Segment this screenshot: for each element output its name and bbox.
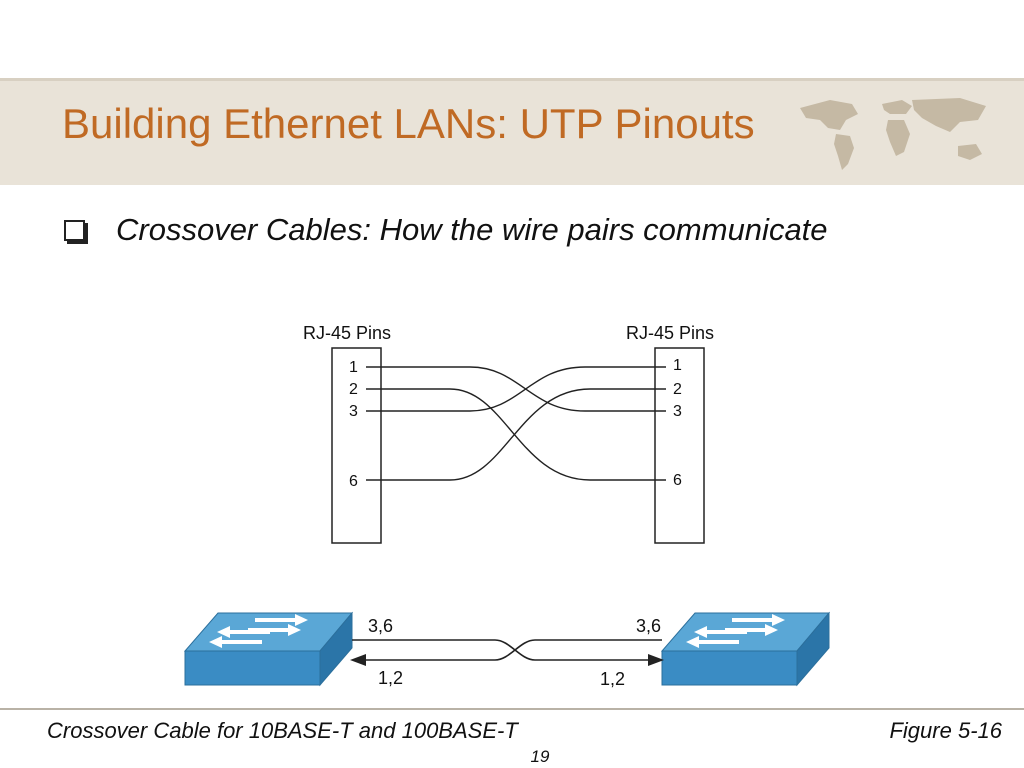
page-number: 19	[530, 747, 550, 766]
left-arrowhead	[350, 654, 366, 666]
switch-icon	[183, 611, 354, 687]
bottom-link-label-right: 1,2	[600, 669, 625, 689]
link-top-wire	[352, 639, 650, 661]
right-pin: 6	[673, 472, 682, 489]
left-connector-label: RJ-45 Pins	[303, 323, 391, 343]
right-connector-label: RJ-45 Pins	[626, 323, 714, 343]
wire-left-3-to-right-1	[366, 366, 666, 412]
right-arrowhead	[648, 654, 664, 666]
link-bottom-wire	[362, 639, 662, 661]
wire-left-2-to-right-6	[366, 388, 666, 481]
top-link-label-left: 3,6	[368, 616, 393, 636]
switch-icon	[660, 611, 831, 687]
left-connector	[331, 347, 382, 544]
right-pin: 2	[673, 381, 682, 398]
bullet-text: Crossover Cables: How the wire pairs com…	[116, 212, 828, 247]
left-pin: 6	[349, 473, 358, 490]
world-map-icon	[800, 98, 986, 170]
left-pin: 2	[349, 381, 358, 398]
right-pin: 1	[673, 357, 682, 374]
left-pin: 1	[349, 359, 358, 376]
right-connector	[654, 347, 705, 544]
left-pin: 3	[349, 403, 358, 420]
wire-left-6-to-right-2	[366, 388, 666, 481]
figure-number: Figure 5-16	[889, 718, 1002, 743]
figure-caption: Crossover Cable for 10BASE-T and 100BASE…	[47, 718, 518, 743]
right-pin: 3	[673, 403, 682, 420]
title-band	[0, 78, 1024, 185]
checkbox-bullet-icon	[64, 220, 85, 241]
top-link-label-right: 3,6	[636, 616, 661, 636]
bottom-link-label-left: 1,2	[378, 668, 403, 688]
footer-divider	[0, 708, 1024, 710]
slide-title: Building Ethernet LANs: UTP Pinouts	[62, 100, 755, 147]
